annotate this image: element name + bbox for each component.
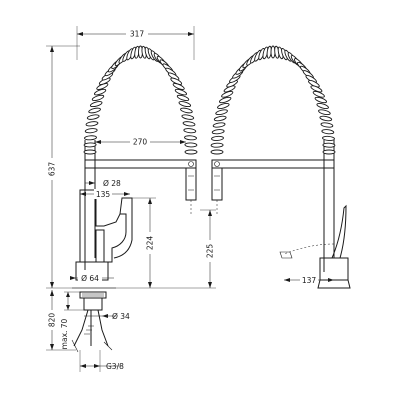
spring-coil-turn (210, 142, 224, 148)
spring-coil-turn (84, 128, 98, 134)
front-body (79, 189, 127, 263)
dim-spray-reach: 137 (302, 276, 317, 285)
spring-coil-turn (176, 94, 190, 102)
spring-coil-turn (217, 103, 230, 109)
spring-coil-turn (211, 129, 225, 135)
spring-coil-turn (182, 121, 196, 127)
dim-spout-offset: 135 (96, 190, 111, 199)
spring-coil-turn (184, 149, 198, 155)
front-hoses (73, 309, 109, 347)
spring-coil-turn (93, 88, 107, 96)
spring-coil-turn (89, 101, 103, 108)
dim-connection: G3/8 (106, 362, 124, 371)
side-lever (331, 204, 347, 259)
spring-coil-turn (184, 135, 197, 141)
dim-spray-height: 225 (206, 244, 215, 259)
side-support-bar (211, 159, 335, 169)
spring-coil-turn (215, 109, 228, 116)
side-view (210, 45, 351, 289)
dim-max-deck: max. 70 (60, 318, 69, 349)
spring-coil-turn (180, 107, 193, 114)
front-bar-joint (188, 161, 194, 167)
spring-coil-turn (172, 83, 185, 90)
side-spray-head (211, 168, 223, 201)
dim-base-diameter: Ø 64 (81, 274, 99, 283)
spring-coil-turn (312, 90, 325, 98)
dim-spray-diameter: Ø 28 (103, 179, 121, 188)
spring-coil-turn (316, 103, 329, 109)
dim-total-width: 317 (130, 30, 145, 39)
spring-coil-turn (83, 142, 97, 148)
front-support-bar (85, 159, 197, 169)
side-base (317, 279, 351, 289)
spring-coil-turn (84, 135, 97, 141)
spring-coil-turn (91, 94, 105, 102)
spring-coil-turn (212, 122, 226, 128)
spring-coil-turn (178, 101, 192, 108)
front-lever (113, 197, 133, 259)
front-view (46, 45, 216, 353)
spring-coil-turn (86, 114, 100, 120)
spring-coil-turn (321, 129, 335, 135)
side-spring-coil (210, 45, 336, 155)
dim-max-height: 820 (48, 313, 57, 328)
spring-coil-turn (211, 135, 224, 141)
spring-coil-turn (322, 149, 336, 155)
front-base (75, 261, 109, 281)
spring-coil-turn (183, 128, 197, 134)
spring-coil-turn (210, 149, 224, 155)
side-bar-joint (214, 161, 220, 167)
spring-coil-turn (219, 96, 232, 104)
spring-coil-turn (310, 85, 323, 93)
front-shank (79, 291, 107, 311)
spring-coil-turn (322, 142, 336, 148)
spring-coil-turn (319, 115, 333, 122)
spring-coil-turn (322, 135, 335, 141)
front-spray-head (185, 168, 197, 201)
dim-arc-span: 270 (133, 138, 148, 147)
spring-coil-turn (213, 115, 227, 122)
spring-coil-turn (88, 107, 101, 114)
spring-coil-turn (314, 96, 327, 104)
dim-total-height: 637 (48, 162, 57, 177)
side-reach-arc (283, 243, 335, 255)
spring-coil-turn (184, 142, 198, 148)
front-spring-coil (83, 45, 198, 155)
dim-shank-diameter: Ø 34 (112, 312, 130, 321)
spring-coil-turn (318, 109, 331, 116)
spring-coil-turn (174, 88, 188, 96)
spring-coil-turn (320, 122, 334, 128)
dim-lever-height: 224 (146, 236, 155, 251)
spring-coil-turn (181, 114, 195, 120)
spring-coil-turn (85, 121, 99, 127)
spring-coil-turn (83, 149, 97, 155)
dimension-lines: 317 270 Ø 28 135 637 224 225 (46, 26, 334, 372)
